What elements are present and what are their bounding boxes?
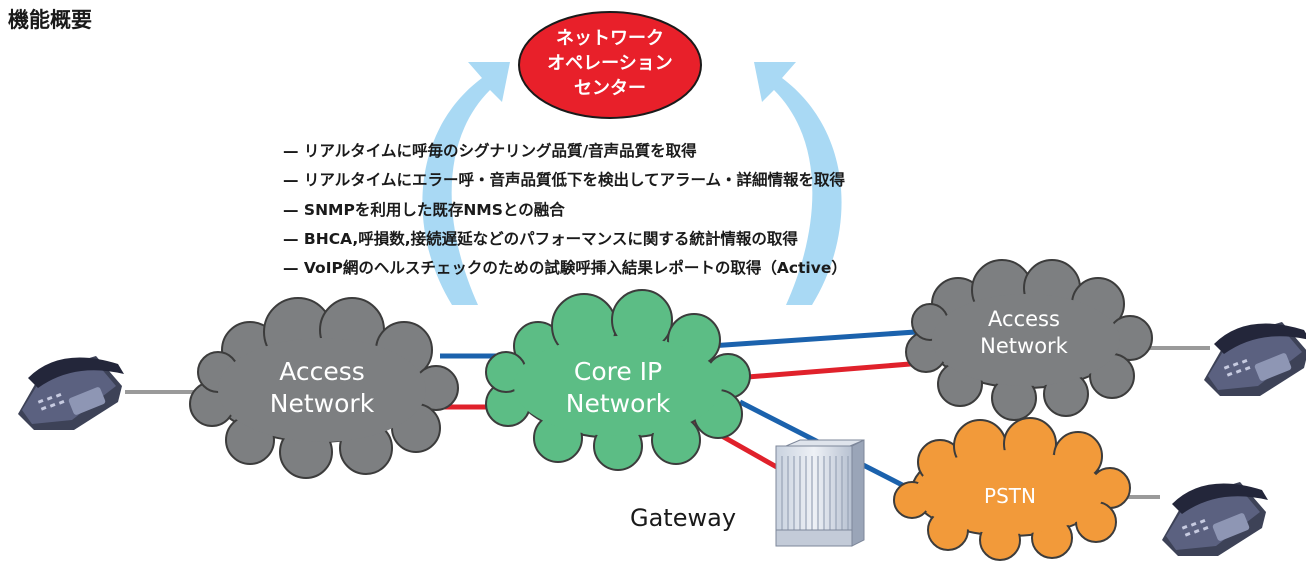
core-ip-network-label: Core IP Network (518, 356, 718, 420)
gateway-label: Gateway (630, 504, 737, 532)
access-right-line-1: Access (988, 307, 1060, 331)
feature-item: BHCA,呼損数,接続遅延などのパフォーマンスに関する統計情報の取得 (283, 225, 847, 254)
core-line-2: Network (565, 389, 671, 418)
access-network-left-label: Access Network (222, 356, 422, 420)
pstn-label: PSTN (984, 484, 1036, 508)
feature-list: リアルタイムに呼毎のシグナリング品質/音声品質を取得 リアルタイムにエラー呼・音… (283, 137, 847, 283)
noc-label: ネットワーク オペレーション センター (520, 26, 700, 101)
core-fill (514, 336, 722, 436)
access-left-line-2: Network (269, 389, 375, 418)
access-right-line-2: Network (980, 334, 1068, 358)
telephone-right-top-icon (1204, 322, 1306, 396)
feature-item: リアルタイムに呼毎のシグナリング品質/音声品質を取得 (283, 137, 847, 166)
feature-item: VoIP網のヘルスチェックのための試験呼挿入結果レポートの取得（Active） (283, 254, 847, 283)
feature-item: SNMPを利用した既存NMSとの融合 (283, 196, 847, 225)
feature-item: リアルタイムにエラー呼・音声品質低下を検出してアラーム・詳細情報を取得 (283, 166, 847, 195)
link-blue-core-access (709, 327, 946, 349)
access-left-fill (218, 338, 426, 442)
telephone-left-icon (18, 356, 124, 430)
core-line-1: Core IP (573, 357, 663, 386)
page-title: 機能概要 (8, 8, 92, 32)
noc-ellipse (518, 11, 702, 119)
telephone-right-bottom-icon (1162, 482, 1268, 556)
pstn-fill (916, 450, 1104, 534)
noc-label-line-3: センター (574, 78, 646, 99)
access-network-right-label: Access Network (934, 306, 1114, 360)
noc-label-line-1: ネットワーク (556, 28, 664, 49)
access-right-fill (932, 294, 1120, 386)
noc-label-line-2: オペレーション (547, 53, 673, 74)
access-left-line-1: Access (279, 357, 365, 386)
gateway-device (775, 439, 865, 547)
